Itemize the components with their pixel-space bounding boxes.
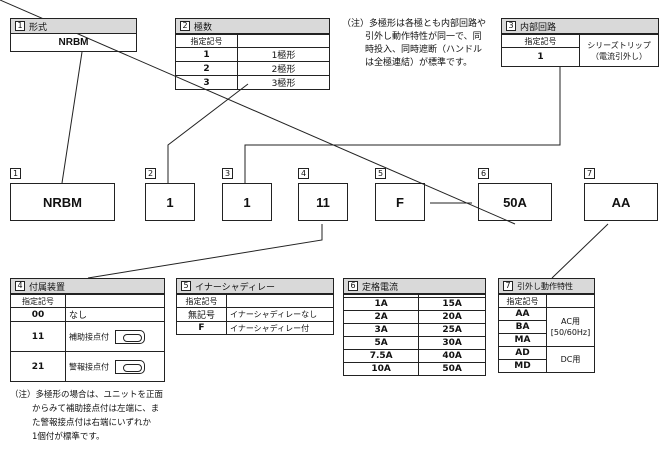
code-label-1: 1	[10, 168, 21, 179]
code-box-accessory: 11	[298, 183, 348, 221]
code-label-7: 7	[584, 168, 595, 179]
poles-header: 2 極数	[175, 18, 330, 34]
code-label-2: 2	[145, 168, 156, 179]
connector-4	[87, 224, 323, 279]
top-note: （注）多極形は各極とも内部回路や 引外し動作特性が同一で、同 時投入、同時遮断（…	[342, 19, 487, 68]
table-row: MD	[498, 359, 595, 373]
inertia-header: 5 イナーシャディレー	[176, 278, 334, 294]
connector-7	[551, 223, 609, 279]
code-box-trip: AA	[584, 183, 658, 221]
poles-col-header: 指定記号	[175, 34, 238, 48]
form-title: 形式	[29, 22, 48, 33]
code-box-form: NRBM	[10, 183, 115, 221]
trip-title: 引外し動作特性	[517, 281, 573, 291]
code-label-6: 6	[478, 168, 489, 179]
rated-header: 6 定格電流	[343, 278, 486, 294]
poles-title: 極数	[194, 22, 213, 33]
code-label-3: 3	[222, 168, 233, 179]
internal-title: 内部回路	[520, 22, 557, 33]
code-box-rated: 50A	[478, 183, 552, 221]
code-label-4: 4	[298, 168, 309, 179]
internal-header: 3 内部回路	[501, 18, 659, 34]
table-row: 無記号イナーシャディレーなし	[176, 307, 334, 322]
table-row: 1	[501, 47, 659, 67]
alarm-contact-icon	[115, 359, 145, 374]
aux-contact-icon	[115, 329, 145, 344]
code-label-5: 5	[375, 168, 386, 179]
internal-num: 3	[506, 21, 516, 31]
poles-num: 2	[180, 21, 190, 31]
rated-title: 定格電流	[362, 282, 399, 293]
form-header: 1 形式	[10, 18, 137, 34]
rated-num: 6	[348, 281, 358, 291]
code-box-poles: 1	[145, 183, 195, 221]
accessory-num: 4	[15, 281, 25, 291]
bottom-note: （注）多極形の場合は、ユニットを正面 からみて補助接点付は左端に、ま た警報接点…	[10, 390, 164, 442]
accessory-title: 付属装置	[29, 282, 66, 293]
inertia-num: 5	[181, 281, 191, 291]
code-box-inertia: F	[375, 183, 425, 221]
form-num: 1	[15, 21, 25, 31]
form-value: NRBM	[10, 34, 137, 52]
inertia-title: イナーシャディレー	[195, 282, 276, 293]
accessory-header: 4 付属装置	[10, 278, 165, 294]
trip-num: 7	[503, 281, 513, 291]
connector-2	[167, 83, 249, 183]
internal-table: 指定記号シリーズトリップ（電流引外し） 1	[501, 34, 659, 67]
trip-header: 7 引外し動作特性	[498, 278, 595, 294]
code-box-internal: 1	[222, 183, 272, 221]
connector-1	[61, 51, 83, 184]
